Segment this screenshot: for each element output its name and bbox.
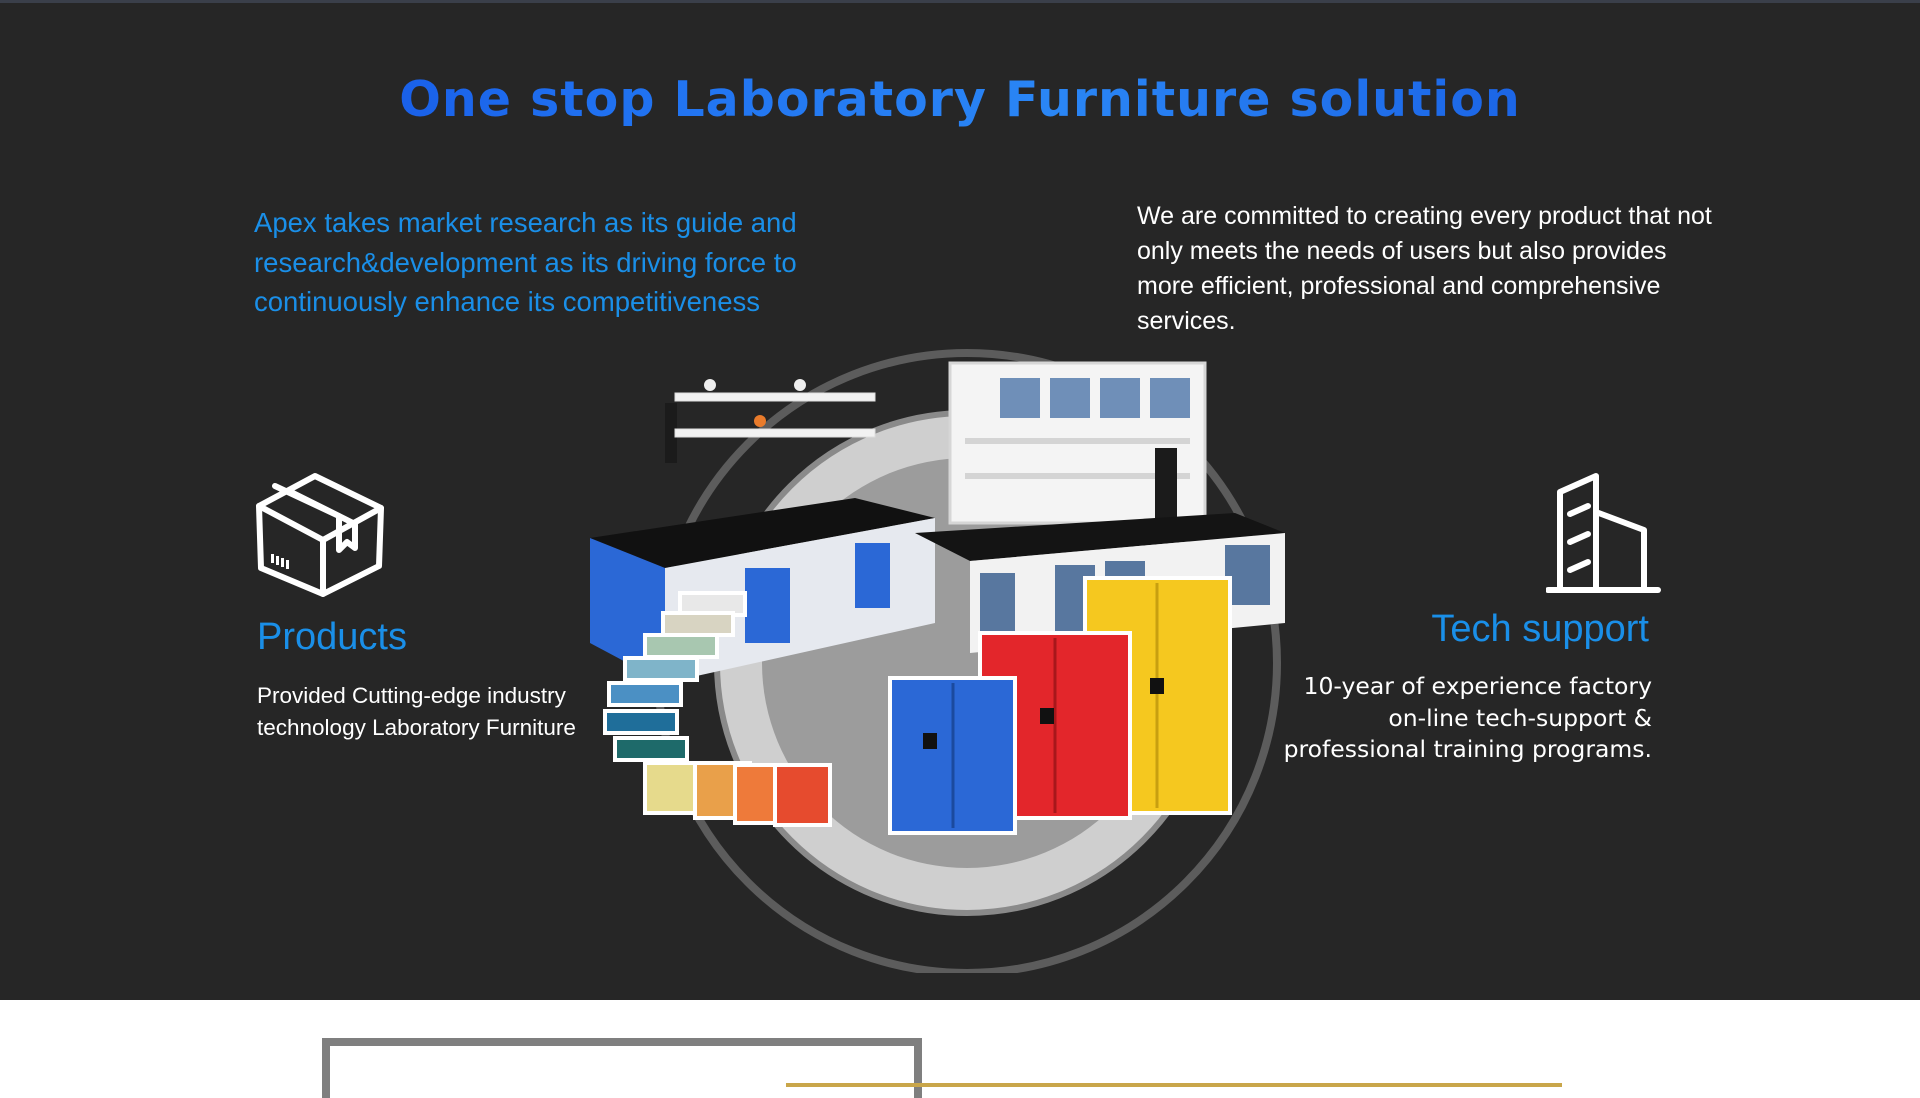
tech-support-line: 10-year of experience factory: [1303, 672, 1652, 700]
top-strip: [0, 0, 1920, 3]
bottom-accent-line: [786, 1083, 1562, 1087]
tech-support-line: professional training programs.: [1283, 735, 1652, 763]
tech-support-description: 10-year of experience factory on-line te…: [1232, 671, 1652, 766]
worktop-sample-boards: [603, 591, 832, 827]
tech-support-title: Tech support: [1431, 608, 1649, 650]
products-description: Provided Cutting-edge industry technolog…: [257, 683, 576, 740]
bottom-frame: [322, 1038, 922, 1098]
solution-section: One stop Laboratory Furniture solution A…: [0, 3, 1920, 1000]
intro-left-text: Apex takes market research as its guide …: [254, 207, 797, 317]
intro-right-text: We are committed to creating every produ…: [1137, 202, 1712, 335]
safety-cabinets: [888, 576, 1232, 835]
package-box-icon: [256, 473, 384, 597]
lab-furniture-illustration: [590, 349, 1285, 973]
building-icon: [1546, 473, 1661, 593]
products-title: Products: [257, 616, 407, 658]
section-headline: One stop Laboratory Furniture solution: [0, 71, 1920, 128]
tech-support-line: on-line tech-support &: [1388, 703, 1652, 732]
